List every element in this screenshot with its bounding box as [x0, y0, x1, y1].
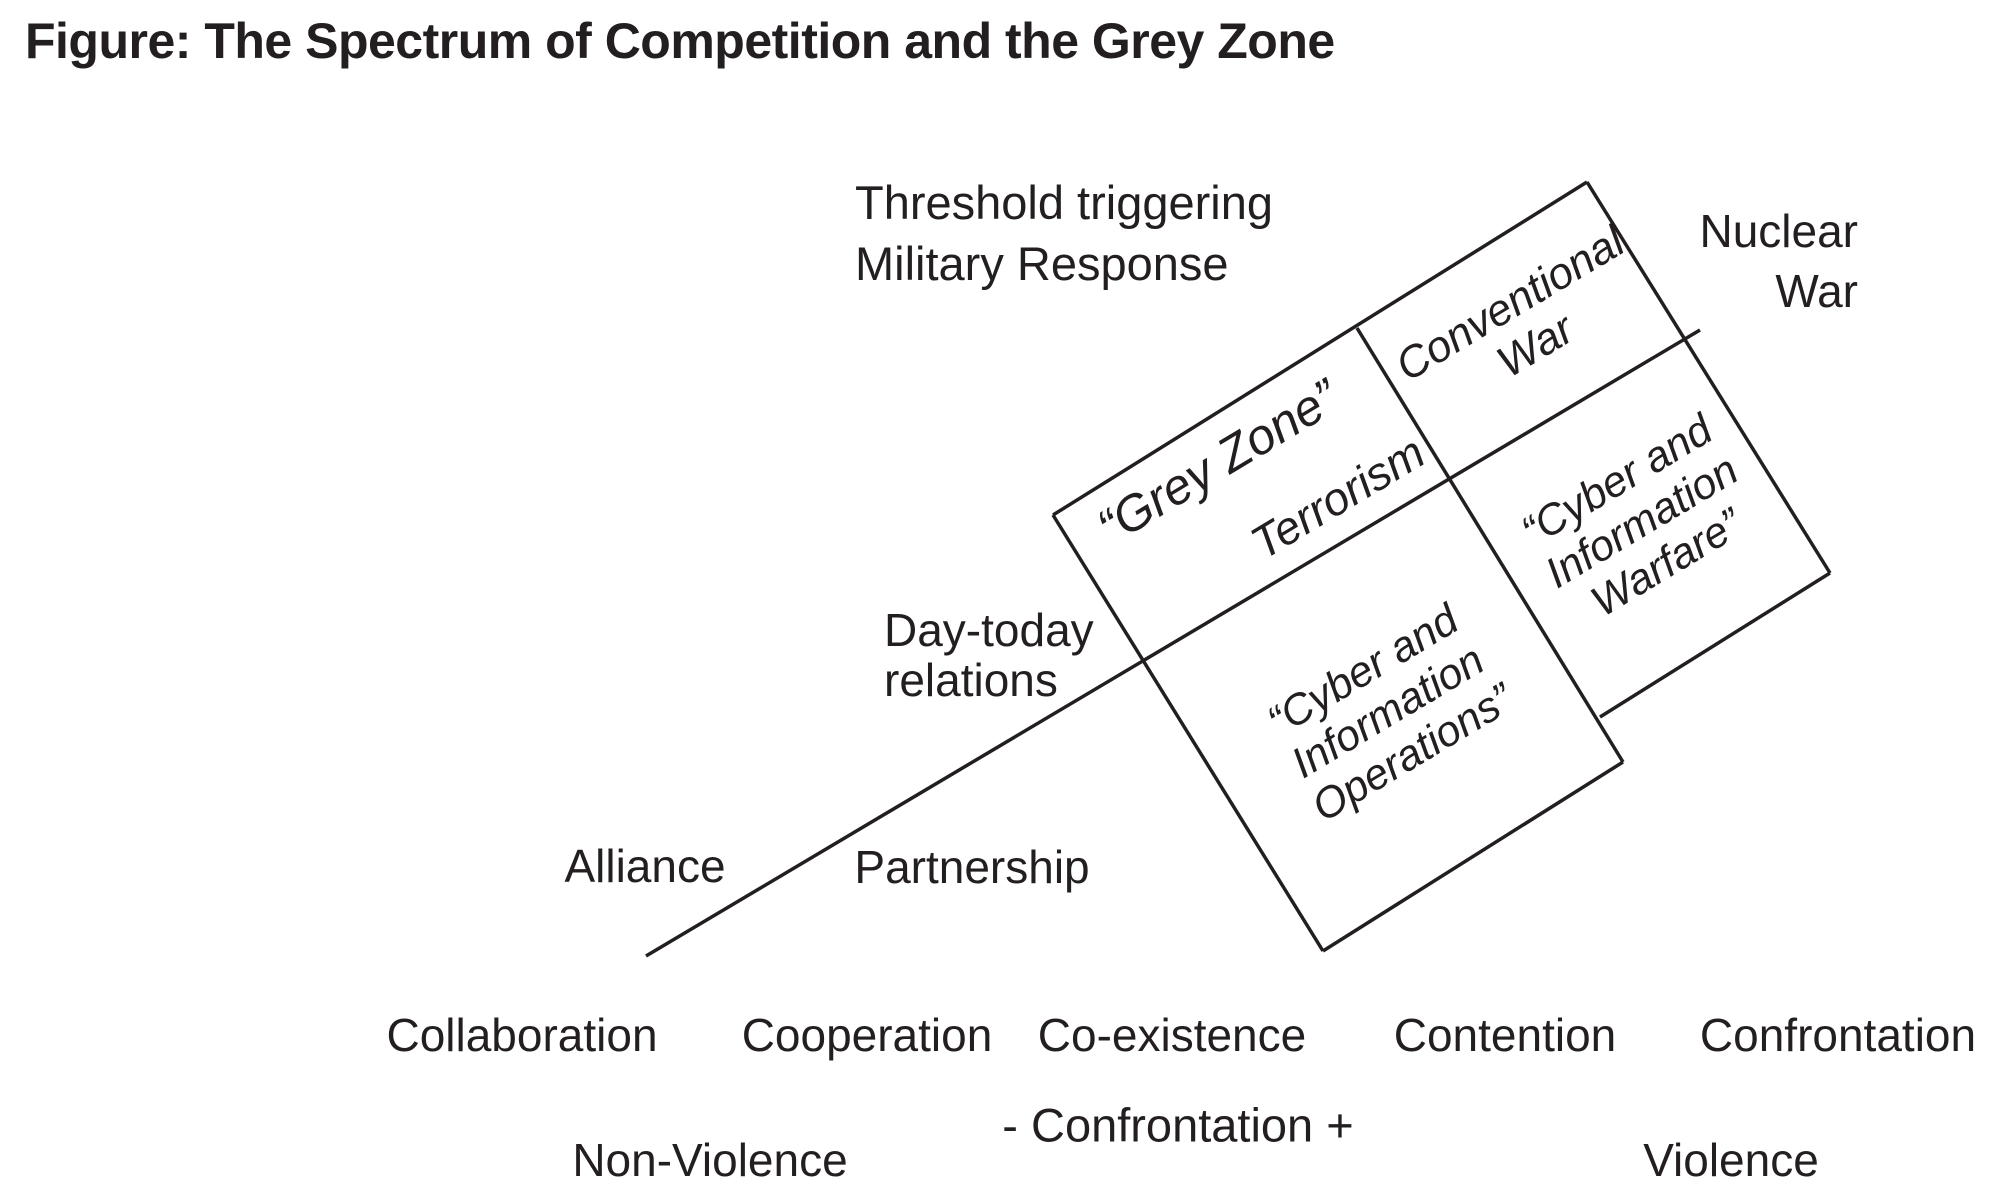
axis-label-confrontation: Confrontation [1699, 1009, 1977, 1062]
day-to-day-relations-label: Day-today relations [884, 604, 1094, 706]
violence-label: Violence [1643, 1134, 1819, 1187]
partnership-label: Partnership [854, 841, 1090, 894]
figure-title: Figure: The Spectrum of Competition and … [25, 13, 1335, 69]
square-a-bottom-edge [1322, 760, 1624, 953]
non-violence-label: Non-Violence [572, 1134, 848, 1187]
spectrum-line [645, 328, 1701, 958]
confrontation-scale-label: - Confrontation + [1002, 1098, 1354, 1152]
axis-label-contention: Contention [1393, 1009, 1617, 1062]
axis-label-cooperation: Cooperation [741, 1009, 993, 1062]
axis-label-collaboration: Collaboration [386, 1009, 658, 1062]
nuclear-war-label: Nuclear War [1699, 205, 1858, 317]
square-a-left-edge [1051, 514, 1325, 952]
threshold-label: Threshold triggering Military Response [855, 176, 1273, 291]
axis-label-co-existence: Co-existence [1037, 1009, 1307, 1062]
alliance-label: Alliance [564, 840, 726, 893]
square-b-bottom-edge [1599, 571, 1831, 719]
square-b-top-edge [1585, 181, 1832, 574]
upper-boundary-line [1052, 180, 1588, 517]
square-divider-edge [1355, 327, 1625, 763]
